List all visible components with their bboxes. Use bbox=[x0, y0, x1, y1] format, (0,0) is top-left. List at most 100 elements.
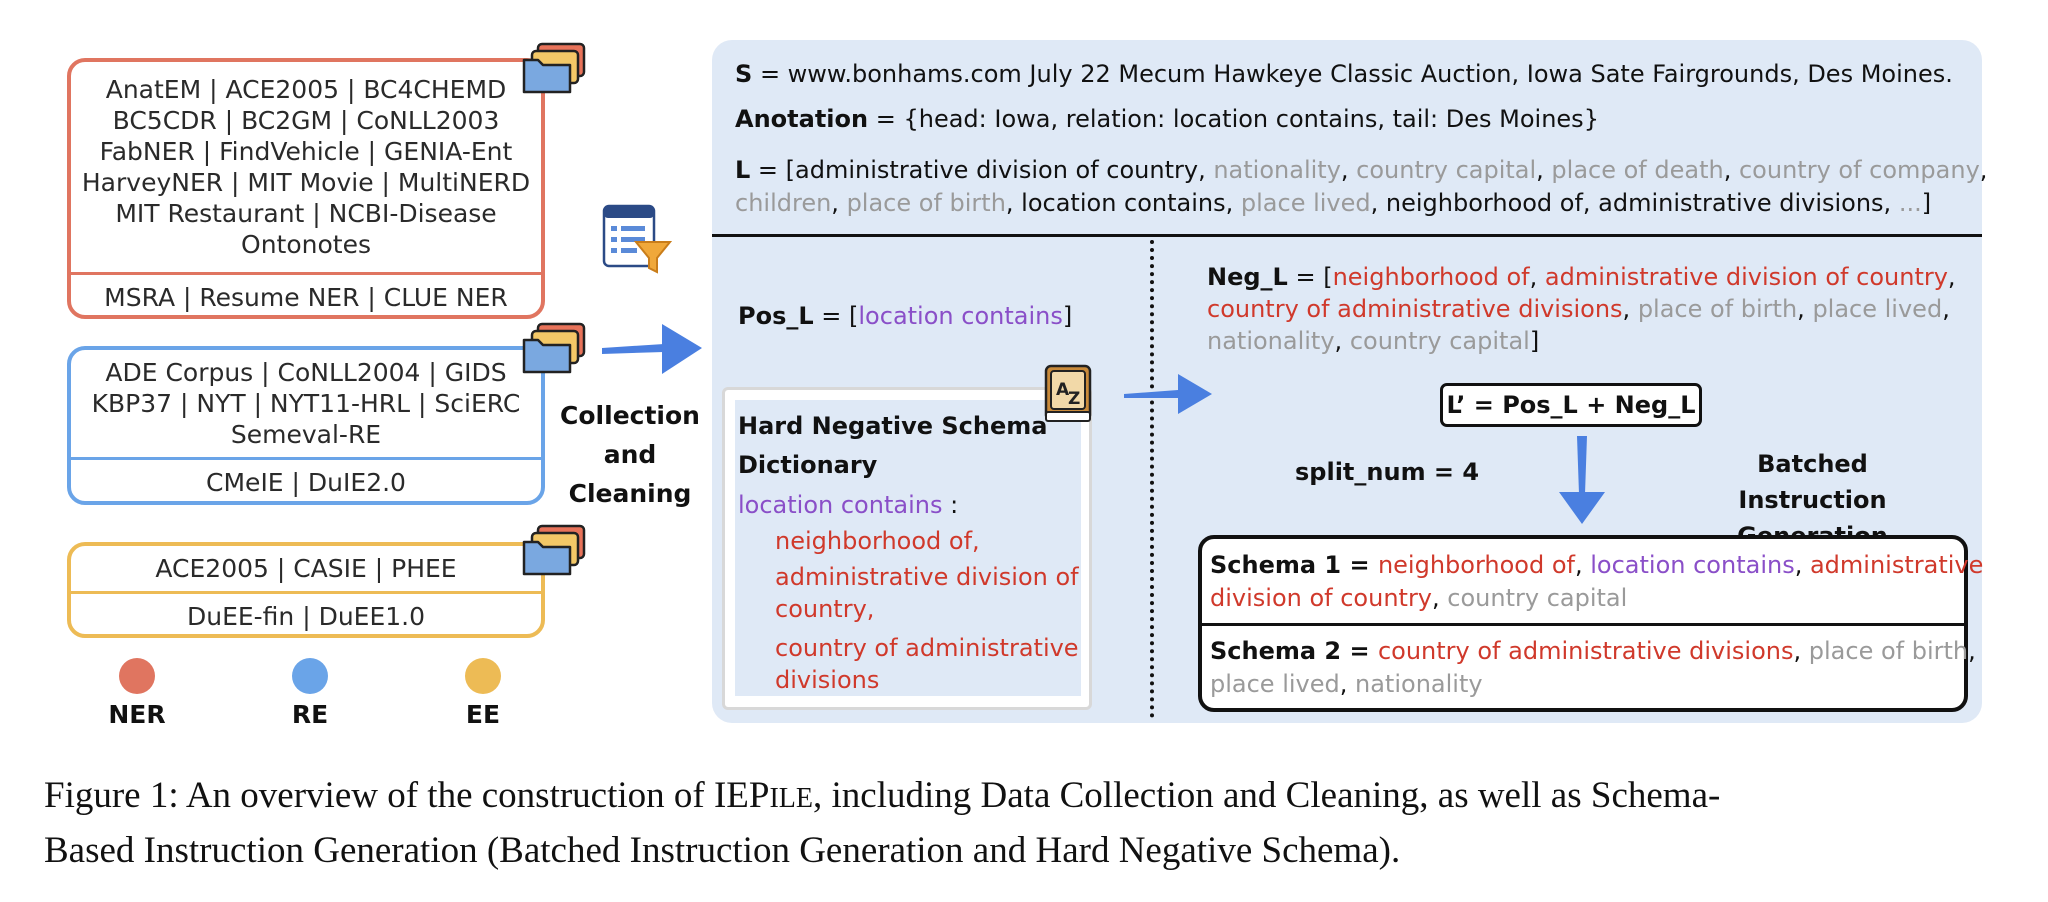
dictionary-key: location contains bbox=[738, 491, 943, 519]
schema2-line1: Schema 2 = country of administrative div… bbox=[1210, 635, 1976, 667]
label-list-prefix: L bbox=[735, 156, 751, 184]
batched-line-1: Batched Instruction bbox=[1738, 450, 1887, 514]
text-segment: country capital bbox=[1447, 584, 1628, 612]
ner-legend-label: NER bbox=[108, 700, 166, 729]
text-segment: country of administrative divisions bbox=[1377, 637, 1794, 665]
pos-l-eq: = [ bbox=[813, 302, 859, 330]
ner-line: FabNER | FindVehicle | GENIA-Ent bbox=[99, 137, 513, 166]
annotation-prefix: Anotation bbox=[735, 105, 869, 133]
text-segment: administrative bbox=[1809, 551, 1984, 579]
re-line: Semeval-RE bbox=[230, 420, 382, 449]
schema1-prefix: Schema 1 = bbox=[1210, 551, 1378, 579]
folder-stack-icon bbox=[522, 524, 586, 576]
re-legend-label: RE bbox=[291, 700, 329, 729]
text-segment: nationality bbox=[1355, 670, 1483, 698]
panel-divider-horizontal bbox=[712, 234, 1982, 237]
text-segment: , bbox=[1793, 637, 1809, 665]
neg-l-prefix: Neg_L bbox=[1207, 263, 1288, 291]
dictionary-item: neighborhood of, bbox=[775, 527, 980, 555]
text-segment: , bbox=[1723, 156, 1739, 184]
pos-l-close: ] bbox=[1062, 302, 1073, 330]
text-segment: ... bbox=[1898, 189, 1922, 217]
text-segment: ] bbox=[1921, 189, 1932, 217]
schema1-segments-1: neighborhood of, location contains, admi… bbox=[1378, 551, 1983, 579]
text-segment: nationality bbox=[1207, 327, 1335, 355]
dictionary-body bbox=[735, 400, 1081, 696]
caption-start: Figure 1: An overview of the constructio… bbox=[44, 775, 770, 816]
re-line: KBP37 | NYT | NYT11-HRL | SciERC bbox=[91, 389, 521, 418]
collection-and-cleaning-label: Collection and Cleaning bbox=[560, 396, 700, 513]
text-segment: , bbox=[1797, 295, 1813, 323]
text-segment: , bbox=[1536, 156, 1552, 184]
text-segment: place lived bbox=[1240, 189, 1371, 217]
re-datasets-list: ADE Corpus | CoNLL2004 | GIDS KBP37 | NY… bbox=[71, 350, 541, 457]
and-word: and bbox=[603, 440, 657, 469]
text-segment: place of birth bbox=[1637, 295, 1798, 323]
hard-negative-dictionary: Hard Negative Schema Dictionary location… bbox=[722, 387, 1092, 710]
text-segment: children bbox=[735, 189, 832, 217]
dictionary-title-2: Dictionary bbox=[738, 451, 878, 479]
collection-word: Collection bbox=[560, 401, 700, 430]
pos-l-prefix: Pos_L bbox=[738, 302, 814, 330]
label-list-open: = [ bbox=[750, 156, 796, 184]
re-chinese-datasets: CMeIE | DuIE2.0 bbox=[71, 457, 541, 505]
schema1-line2: division of country, country capital bbox=[1210, 582, 1627, 614]
ner-line: AnatEM | ACE2005 | BC4CHEMD bbox=[105, 75, 507, 104]
text-segment: neighborhood of bbox=[1332, 263, 1530, 291]
text-segment: country capital bbox=[1356, 156, 1537, 184]
dictionary-title-1: Hard Negative Schema bbox=[738, 412, 1048, 440]
text-segment: location contains bbox=[1590, 551, 1795, 579]
neg-l-eq: = [ bbox=[1287, 263, 1333, 291]
re-datasets-box: ADE Corpus | CoNLL2004 | GIDS KBP37 | NY… bbox=[67, 346, 545, 505]
re-legend-dot bbox=[292, 658, 328, 694]
folder-stack-icon bbox=[522, 322, 586, 374]
sentence-line: S = www.bonhams.com July 22 Mecum Hawkey… bbox=[735, 60, 1953, 88]
label-list-line1: L = [administrative division of country,… bbox=[735, 156, 1987, 184]
label-list-segments-2: children, place of birth, location conta… bbox=[735, 189, 1931, 217]
ner-datasets-box: AnatEM | ACE2005 | BC4CHEMD BC5CDR | BC2… bbox=[67, 58, 545, 319]
text-segment: , bbox=[1574, 551, 1591, 579]
dictionary-colon: : bbox=[942, 491, 959, 519]
svg-text:A: A bbox=[1056, 380, 1070, 400]
svg-text:Z: Z bbox=[1068, 389, 1080, 409]
dictionary-book-icon: A Z bbox=[1044, 364, 1092, 422]
schema2-line2: place lived, nationality bbox=[1210, 668, 1483, 700]
text-segment: , bbox=[1794, 551, 1810, 579]
neg-l-line2: country of administrative divisions, pla… bbox=[1207, 295, 1950, 323]
ner-line: MIT Restaurant | NCBI-Disease bbox=[115, 199, 497, 228]
pos-l-line: Pos_L = [location contains] bbox=[738, 302, 1072, 330]
panel-divider-vertical bbox=[1150, 240, 1154, 718]
sentence-text: = www.bonhams.com July 22 Mecum Hawkeye … bbox=[759, 60, 1953, 88]
caption-line-1: Figure 1: An overview of the constructio… bbox=[44, 770, 2014, 825]
dictionary-arrow-icon bbox=[1124, 374, 1212, 414]
cleaning-word: Cleaning bbox=[568, 479, 692, 508]
pos-l-item: location contains bbox=[858, 302, 1063, 330]
text-segment: , location contains, bbox=[1005, 189, 1241, 217]
label-union-formula: L’ = Pos_L + Neg_L bbox=[1440, 383, 1702, 427]
text-segment: , bbox=[1529, 263, 1545, 291]
neg-l-line1: Neg_L = [neighborhood of, administrative… bbox=[1207, 263, 1956, 291]
dictionary-item: divisions bbox=[775, 666, 880, 694]
text-segment: place of death bbox=[1551, 156, 1724, 184]
neg-l-segments-2: country of administrative divisions, pla… bbox=[1207, 295, 1950, 323]
ee-legend-label: EE bbox=[465, 700, 501, 729]
dictionary-item: administrative division of bbox=[775, 563, 1079, 591]
dictionary-key-line: location contains : bbox=[738, 491, 958, 519]
caption-smallcaps: ILE bbox=[769, 783, 814, 814]
schema1-line1: Schema 1 = neighborhood of, location con… bbox=[1210, 549, 1983, 581]
text-segment: , bbox=[1432, 584, 1448, 612]
text-segment: , neighborhood of, administrative divisi… bbox=[1370, 189, 1899, 217]
split-num-label: split_num = 4 bbox=[1295, 458, 1480, 486]
sentence-prefix: S bbox=[735, 60, 753, 88]
ner-legend-dot bbox=[119, 658, 155, 694]
text-segment: , bbox=[831, 189, 847, 217]
text-segment: country capital bbox=[1349, 327, 1530, 355]
text-segment: place lived bbox=[1812, 295, 1943, 323]
caption-rest: , including Data Collection and Cleaning… bbox=[813, 775, 1721, 816]
text-segment: country of administrative divisions bbox=[1207, 295, 1623, 323]
figure-caption: Figure 1: An overview of the constructio… bbox=[44, 770, 2014, 877]
collection-arrow-icon bbox=[602, 324, 702, 374]
caption-line-2: Based Instruction Generation (Batched In… bbox=[44, 830, 1401, 871]
text-segment: , bbox=[1339, 670, 1356, 698]
ner-datasets-list: AnatEM | ACE2005 | BC4CHEMD BC5CDR | BC2… bbox=[71, 62, 541, 272]
